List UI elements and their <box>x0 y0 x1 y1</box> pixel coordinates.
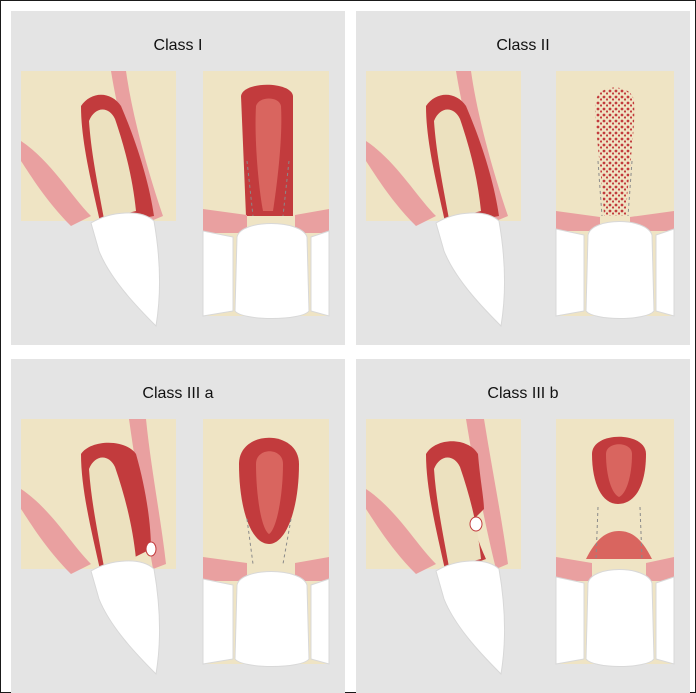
class-1-illustration <box>11 11 345 345</box>
panel-class-3a: Class III a <box>11 359 345 693</box>
panel-class-2: Class II <box>356 11 690 345</box>
sagittal-view <box>366 71 521 326</box>
panel-title: Class III a <box>11 385 345 403</box>
frontal-view <box>556 71 674 319</box>
panel-title: Class III b <box>356 385 690 403</box>
sagittal-view <box>21 71 176 326</box>
frontal-view <box>203 71 329 319</box>
class-3b-illustration <box>356 359 690 693</box>
sagittal-view <box>21 419 176 674</box>
class-2-illustration <box>356 11 690 345</box>
panel-title: Class II <box>356 37 690 55</box>
class-3a-illustration <box>11 359 345 693</box>
panel-title: Class I <box>11 37 345 55</box>
frontal-view <box>556 419 674 667</box>
panel-class-3b: Class III b <box>356 359 690 693</box>
panel-class-1: Class I <box>11 11 345 345</box>
frontal-view <box>203 419 329 667</box>
sagittal-view <box>366 419 521 674</box>
